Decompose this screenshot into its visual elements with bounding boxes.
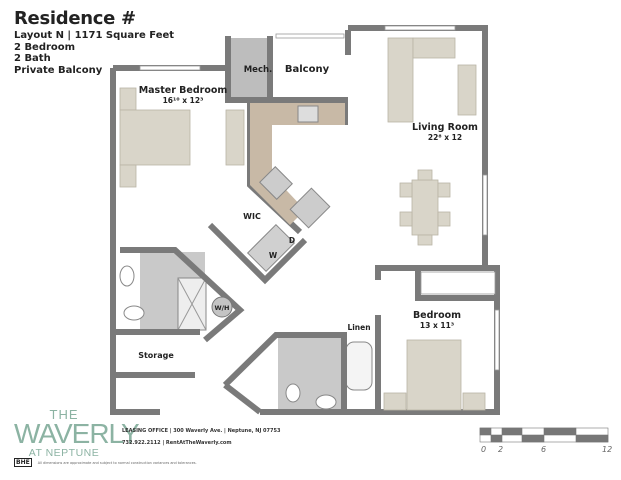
master-sink [119, 265, 135, 287]
leasing-office-info: LEASING OFFICE | 300 Waverly Ave. | Nept… [122, 425, 280, 449]
scale-label-6: 6 [541, 445, 546, 454]
shower-x [177, 277, 207, 331]
living-window [482, 174, 488, 236]
office-address: LEASING OFFICE | 300 Waverly Ave. | Nept… [122, 428, 281, 434]
label-bedroom: Bedroom [413, 310, 461, 321]
scale-bar [479, 427, 609, 443]
label-dryer: D [289, 236, 295, 245]
washer-dryer [246, 223, 296, 273]
balcony-window [275, 33, 345, 39]
label-water-heater: W/H [215, 304, 230, 312]
residence-title: Residence # [14, 8, 136, 29]
office-contact: 732.922.2112 | RentAtTheWaverly.com [122, 440, 232, 446]
scale-label-0: 0 [481, 445, 486, 454]
bedroom-window [494, 309, 500, 371]
master-toilet [123, 305, 145, 321]
label-washer: W [269, 251, 278, 260]
scale-label-12: 12 [602, 445, 612, 454]
hall-toilet [285, 383, 301, 403]
label-balcony: Balcony [285, 64, 330, 75]
label-master-dims: 16¹⁰ x 12³ [163, 96, 204, 105]
hall-sink [315, 394, 337, 410]
logo-at-neptune: AT NEPTUNE [28, 447, 100, 459]
label-wic: WIC [243, 212, 261, 221]
label-living-dims: 22⁸ x 12 [428, 133, 462, 142]
layout-info: Layout N | 1171 Square Feet [14, 30, 175, 41]
label-living-room: Living Room [412, 122, 478, 133]
living-furniture [387, 37, 477, 246]
label-storage: Storage [138, 351, 174, 360]
bedroom-count: 2 Bedroom [14, 41, 76, 53]
label-mech: Mech. [244, 65, 273, 75]
balcony-feature: Private Balcony [14, 64, 103, 76]
footer: BHE All dimensions are approximate and s… [14, 458, 197, 467]
living-window-top [384, 25, 456, 31]
label-bedroom-dims: 13 x 11³ [420, 321, 454, 330]
bathtub [345, 341, 373, 391]
logo-the: THE [49, 407, 79, 422]
stove [259, 166, 293, 200]
label-linen: Linen [347, 323, 370, 332]
master-window [139, 65, 201, 71]
disclaimer: All dimensions are approximate and subje… [37, 460, 197, 465]
listing-header: Residence # Layout N | 1171 Square Feet … [14, 8, 174, 76]
master-furniture [119, 87, 245, 188]
scale-label-2: 2 [498, 445, 503, 454]
mech-room [229, 38, 270, 100]
water-heater [211, 296, 233, 318]
bedroom-furniture [383, 339, 486, 411]
logo-waverly: WAVERLY [14, 418, 140, 449]
waverly-logo: THE WAVERLY AT NEPTUNE [14, 407, 140, 459]
kitchen-sink [297, 105, 319, 123]
bedroom-closet [420, 271, 496, 295]
bhe-logo: BHE [14, 458, 32, 467]
refrigerator [289, 187, 331, 229]
bath-count: 2 Bath [14, 53, 51, 64]
label-master-bedroom: Master Bedroom [139, 85, 228, 96]
